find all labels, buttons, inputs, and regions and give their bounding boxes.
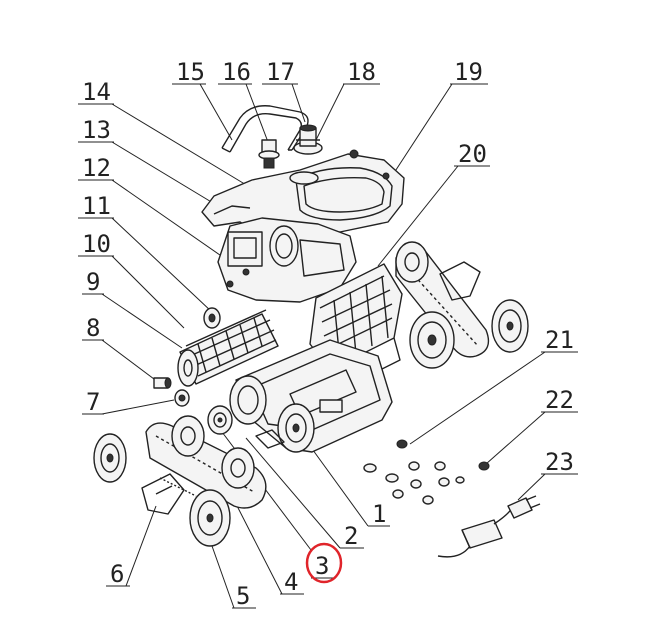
svg-text:5: 5: [236, 582, 250, 610]
svg-text:22: 22: [545, 386, 574, 414]
svg-text:7: 7: [86, 388, 100, 416]
svg-text:21: 21: [545, 326, 574, 354]
callout-23: 23: [517, 448, 578, 501]
valve-assembly-part: [293, 124, 323, 155]
svg-text:4: 4: [284, 568, 298, 596]
svg-text:3: 3: [315, 552, 329, 580]
callout-19: 19: [391, 58, 488, 177]
svg-text:1: 1: [372, 500, 386, 528]
chassis-side-wheel-right: [277, 403, 315, 453]
right-track-part: [395, 241, 490, 358]
left-track-guard-part: [141, 473, 185, 515]
svg-text:18: 18: [347, 58, 376, 86]
callout-3-highlight-circle: [305, 542, 343, 584]
left-front-wheel-part: [189, 489, 231, 547]
top-cover-part: [201, 149, 405, 239]
callout-2: 2: [245, 437, 364, 550]
chassis-side-wheel-left: [229, 375, 267, 425]
callout-13: 13: [78, 116, 219, 207]
svg-text:20: 20: [458, 140, 487, 168]
callout-4: 4: [233, 499, 304, 596]
callout-17: 17: [262, 58, 306, 123]
left-track-part: [145, 415, 267, 509]
callout-22: 22: [485, 386, 578, 465]
svg-text:10: 10: [82, 230, 111, 258]
chassis-base-part: [235, 339, 393, 453]
callout-6: 6: [106, 505, 157, 588]
svg-text:2: 2: [344, 522, 358, 550]
svg-text:14: 14: [82, 78, 111, 106]
svg-text:17: 17: [266, 58, 295, 86]
svg-text:6: 6: [110, 560, 124, 588]
svg-text:15: 15: [176, 58, 205, 86]
callout-20: 20: [377, 140, 490, 267]
bolt-part: [153, 377, 172, 389]
callout-11: 11: [78, 192, 213, 313]
svg-text:16: 16: [222, 58, 251, 86]
right-rear-wheel-part: [491, 299, 529, 353]
hardware-screws-part: [363, 439, 490, 505]
callout-21: 21: [409, 326, 578, 445]
track-belt-strip-part: [159, 477, 197, 497]
callout-9: 9: [82, 268, 183, 349]
right-track-guard-part: [439, 261, 481, 301]
svg-text:13: 13: [82, 116, 111, 144]
callout-5: 5: [211, 545, 256, 610]
power-adapter-part: [437, 495, 541, 558]
motor-body-part: [217, 217, 357, 303]
callout-15: 15: [172, 58, 233, 141]
callout-1: 1: [309, 445, 390, 528]
callout-16: 16: [218, 58, 269, 143]
callout-14: 14: [78, 78, 249, 187]
svg-text:19: 19: [454, 58, 483, 86]
callout-10: 10: [78, 230, 185, 329]
svg-text:9: 9: [86, 268, 100, 296]
chassis-bracket: [255, 429, 285, 449]
pinion-part: [174, 389, 190, 407]
svg-text:11: 11: [82, 192, 111, 220]
right-front-wheel-part: [409, 311, 455, 369]
left-rear-wheel-part: [93, 433, 127, 483]
small-gear-part: [203, 307, 221, 329]
callout-7: 7: [82, 388, 175, 416]
svg-text:8: 8: [86, 314, 100, 342]
svg-text:12: 12: [82, 154, 111, 182]
callout-18: 18: [311, 58, 380, 149]
brush-roller-part: [177, 309, 279, 387]
callout-8: 8: [82, 314, 159, 383]
drive-gear-part: [207, 405, 233, 435]
svg-text:23: 23: [545, 448, 574, 476]
knob-part: [258, 139, 280, 169]
callout-12: 12: [78, 154, 231, 263]
